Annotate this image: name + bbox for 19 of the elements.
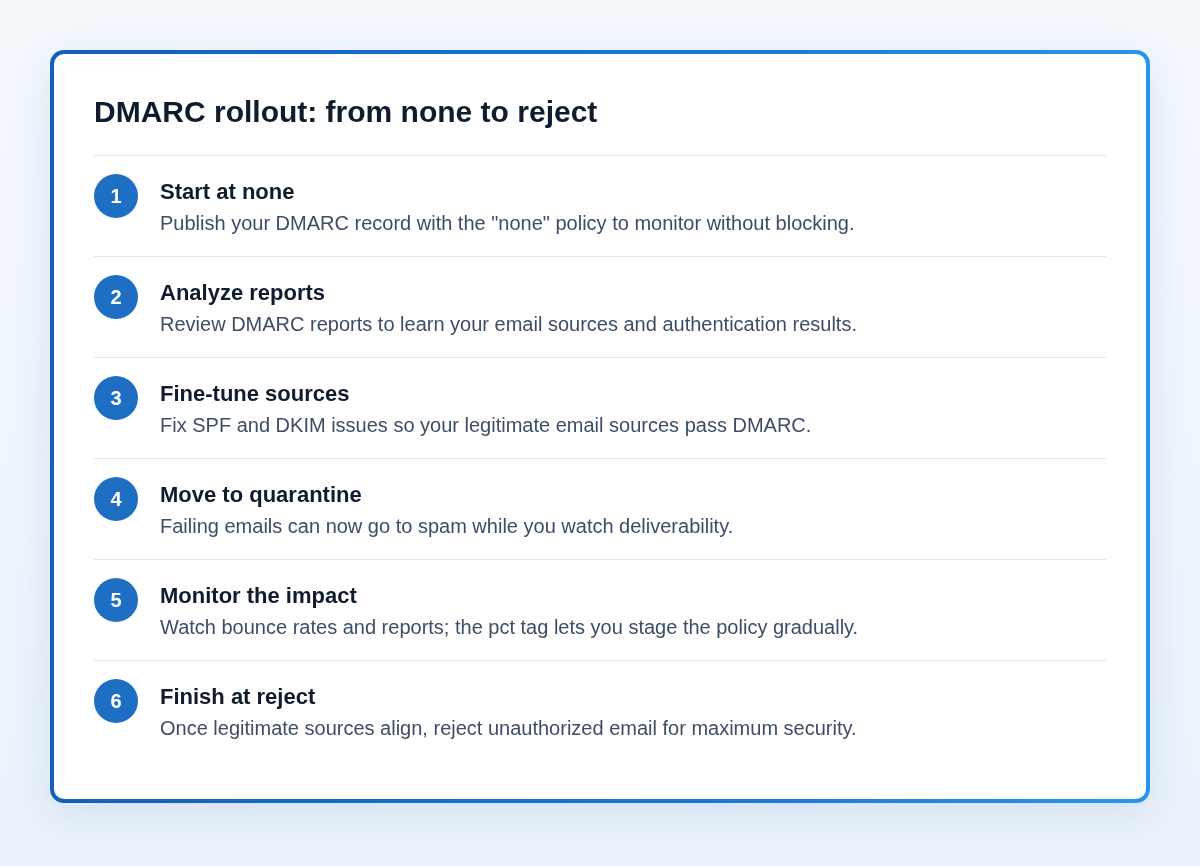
step-heading: Fine-tune sources xyxy=(160,381,350,407)
step-heading: Monitor the impact xyxy=(160,583,357,609)
step-description: Publish your DMARC record with the "none" policy to monitor without blocking. xyxy=(160,211,855,235)
step-number-circle: 2 xyxy=(94,275,138,319)
step-number-circle: 3 xyxy=(94,376,138,420)
step-description: Review DMARC reports to learn your email sources and authentication results. xyxy=(160,312,857,336)
step-number-circle: 4 xyxy=(94,477,138,521)
step-heading: Analyze reports xyxy=(160,280,326,306)
step-description: Fix SPF and DKIM issues so your legitimate email sources pass DMARC. xyxy=(160,413,812,437)
step-number-circle: 6 xyxy=(94,679,138,723)
step-number-circle: 5 xyxy=(94,578,138,622)
step-description: Watch bounce rates and reports; the pct tag lets you stage the policy gradually. xyxy=(160,615,859,639)
step-heading: Finish at reject xyxy=(160,684,316,710)
step-heading: Start at none xyxy=(160,179,295,205)
step-description: Failing emails can now go to spam while you watch deliverability. xyxy=(160,514,734,538)
step-description: Once legitimate sources align, reject unauthorized email for maximum security. xyxy=(160,716,857,740)
diagram-title: DMARC rollout: from none to reject xyxy=(94,94,598,130)
step-heading: Move to quarantine xyxy=(160,482,362,508)
step-number-circle: 1 xyxy=(94,174,138,218)
